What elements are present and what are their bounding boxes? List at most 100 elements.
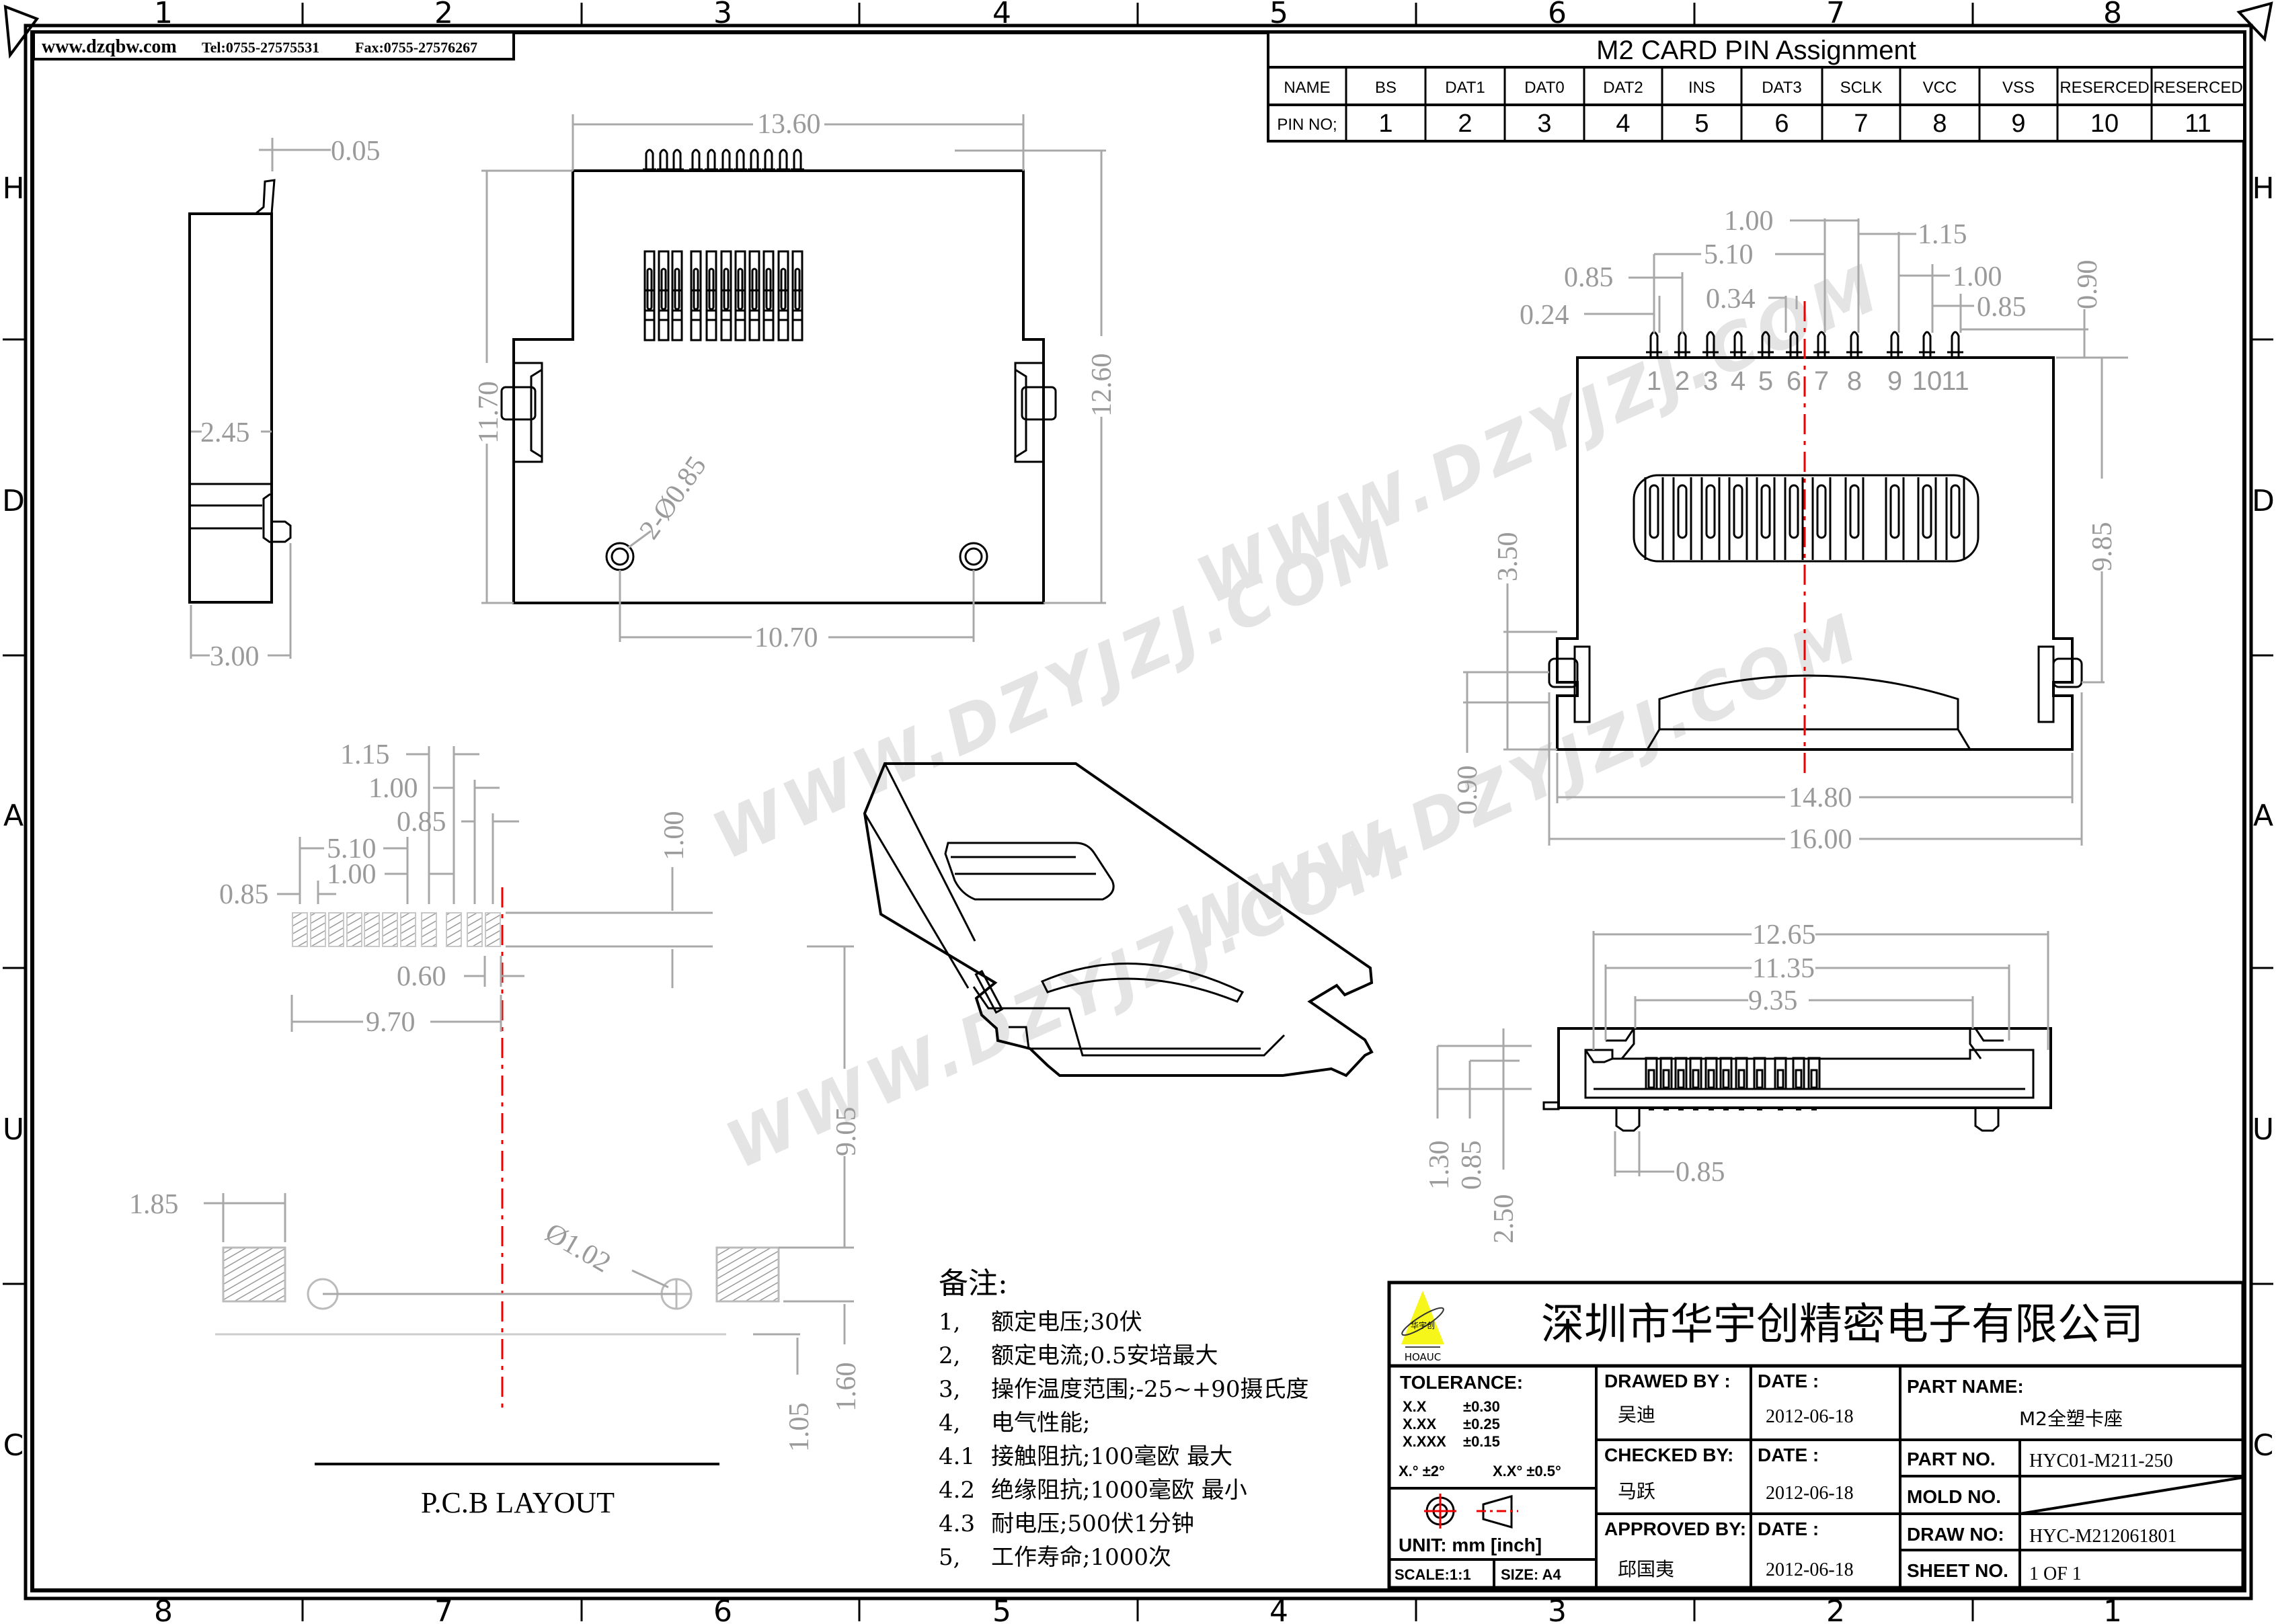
dim-top-0.90-left: 0.90: [1452, 766, 1483, 815]
pin-table-pin-header: PIN NO;: [1277, 116, 1337, 134]
end-contact: [1704, 1057, 1718, 1090]
dim-top-14.80: 14.80: [1789, 782, 1852, 813]
front-pin: [721, 149, 731, 169]
zone-label: 1: [154, 0, 173, 30]
checked-by-label: CHECKED BY:: [1604, 1445, 1733, 1465]
dim-top-16.00: 16.00: [1789, 824, 1852, 855]
top-contact-slot: [1950, 484, 1961, 539]
top-pin: [1761, 331, 1770, 356]
dim-top-1.00-right: 1.00: [1953, 261, 2002, 292]
header-box: www.dzqbw.com Tel:0755-27575531 Fax:0755…: [32, 31, 515, 60]
part-name-label: PART NAME:: [1907, 1376, 2024, 1397]
tolerance-fmt: X.XX: [1403, 1416, 1436, 1432]
pin-table-name-cell: DAT0: [1524, 79, 1565, 97]
dim-end-11.35: 11.35: [1752, 953, 1815, 984]
pin-table-number-cell: 3: [1537, 110, 1551, 138]
end-contact: [1659, 1057, 1673, 1090]
side-view: 0.05 2.45 3.00: [188, 136, 381, 672]
front-pin: [707, 149, 716, 169]
top-pin: [1789, 331, 1799, 356]
top-pin: [1922, 331, 1932, 356]
pin-table-number-cell: 11: [2185, 110, 2211, 138]
header-website: www.dzqbw.com: [42, 36, 177, 57]
dim-pcb-1.00-upper: 1.00: [368, 773, 418, 804]
end-contact: [1792, 1057, 1805, 1090]
notes: 备注: 1,额定电压;30伏2,额定电流;0.5安培最大3,操作温度范围;-25…: [939, 1266, 1308, 1571]
top-contact-slot: [1649, 484, 1659, 539]
pin-table-name-cell: VCC: [1923, 79, 1957, 97]
dim-pcb-5.10: 5.10: [327, 834, 377, 864]
pin-table-number-cell: 5: [1694, 110, 1709, 138]
dim-end-2.50: 2.50: [1489, 1194, 1520, 1244]
dim-front-13.60: 13.60: [757, 109, 821, 140]
top-contact-slot: [1733, 484, 1743, 539]
front-contact: [791, 250, 803, 341]
pin-table-name-header: NAME: [1284, 79, 1330, 97]
pcb-pad: [292, 912, 308, 947]
note-text: 电气性能;: [991, 1410, 1090, 1436]
top-pin: [1850, 331, 1859, 356]
pin-table-number-cell: 9: [2011, 110, 2025, 138]
pin-table-name-cell: SCLK: [1840, 79, 1883, 97]
pin-table-name-cell: DAT2: [1603, 79, 1643, 97]
zone-label: C: [2253, 1428, 2274, 1463]
dim-front-hole: 2-Ø0.85: [634, 451, 713, 545]
zone-ticks-bottom: [301, 1598, 1974, 1621]
pcb-pads: [292, 912, 501, 947]
dim-side-2.45: 2.45: [200, 417, 250, 448]
dim-top-1.15: 1.15: [1918, 219, 1967, 250]
logo-cn: 华宇创: [1411, 1321, 1435, 1330]
zone-label: 4: [992, 0, 1011, 30]
end-contact: [1753, 1057, 1766, 1090]
front-pin: [645, 149, 654, 169]
top-view-contact-slots: [1644, 477, 1965, 560]
front-pin: [659, 149, 668, 169]
logo-en: HOAUC: [1405, 1351, 1442, 1363]
top-pin-number: 8: [1847, 366, 1862, 396]
dim-side-0.05: 0.05: [331, 136, 381, 167]
top-pin: [1890, 331, 1899, 356]
drawed-by: 吴迪: [1618, 1404, 1655, 1426]
watermark-text: WWW.DZYJZJ.COM: [1166, 599, 1873, 969]
front-contact: [762, 250, 775, 341]
front-contact: [748, 250, 760, 341]
date-label: DATE :: [1758, 1371, 1819, 1391]
pcb-layout-title: P.C.B LAYOUT: [421, 1486, 615, 1519]
tolerance-label: TOLERANCE:: [1400, 1372, 1523, 1393]
top-contact-slot: [1760, 484, 1771, 539]
pcb-pad: [364, 912, 380, 947]
pcb-pad: [400, 912, 416, 947]
header-tel: Tel:0755-27575531: [202, 39, 319, 56]
end-contact: [1735, 1057, 1748, 1090]
zone-label: D: [2252, 484, 2275, 518]
dim-end-9.35: 9.35: [1748, 985, 1798, 1016]
draw-no: HYC-M212061801: [2029, 1526, 2176, 1547]
approved-by: 邱国夷: [1618, 1558, 1674, 1580]
end-view: 12.65 11.35 9.35 1.30 0.85 2.50 0.85: [1424, 920, 2052, 1244]
pin-table-name-cell: DAT1: [1445, 79, 1485, 97]
front-contact: [690, 250, 702, 341]
front-pin: [793, 149, 802, 169]
note-text: 绝缘阻抗;1000毫欧 最小: [991, 1477, 1247, 1504]
top-pin-number: 7: [1814, 366, 1829, 396]
dim-top-3.50: 3.50: [1493, 532, 1524, 582]
dim-top-1.00-upper: 1.00: [1724, 206, 1774, 237]
mold-no-label: MOLD NO.: [1907, 1486, 2001, 1507]
unit-label: UNIT: mm [inch]: [1399, 1535, 1542, 1555]
top-pin-number: 11: [1941, 366, 1969, 396]
dim-side-3.00: 3.00: [210, 641, 260, 672]
zone-label: U: [2252, 1112, 2274, 1147]
pin-table-name-cell: VSS: [2002, 79, 2035, 97]
front-pin: [672, 149, 682, 169]
pin-table-name-cell: BS: [1375, 79, 1397, 97]
angle-tolerance-1: X.° ±2°: [1399, 1463, 1445, 1479]
front-contact: [720, 250, 732, 341]
zone-label: A: [2253, 799, 2273, 833]
top-pin-number: 9: [1887, 366, 1902, 396]
note-text: 耐电压;500伏1分钟: [991, 1510, 1194, 1537]
top-pin-number: 4: [1731, 366, 1745, 396]
top-contact-slot: [1889, 484, 1900, 539]
